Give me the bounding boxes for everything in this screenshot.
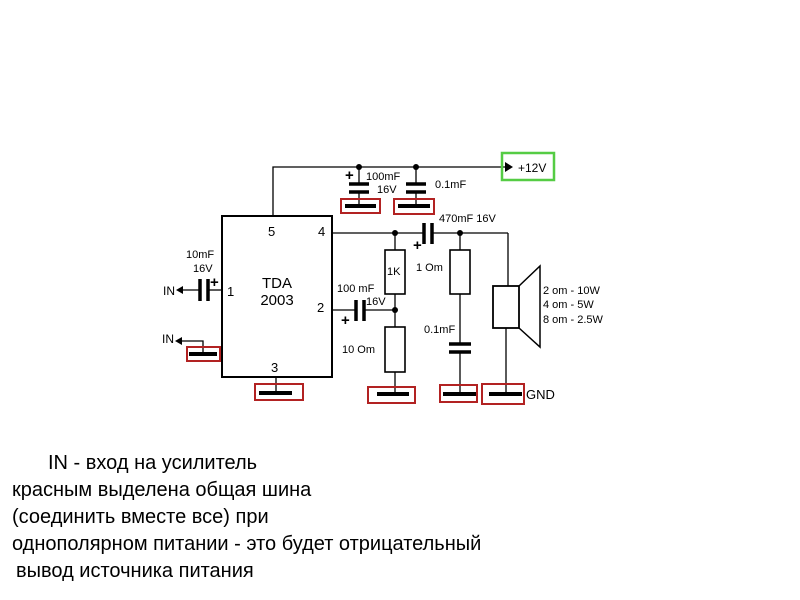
power-label: +12V <box>518 161 546 175</box>
signal-input-label: IN <box>163 284 175 298</box>
supply-rail: +12V <box>272 151 556 216</box>
supply-ceramic-capacitor: 0.1mF <box>393 167 466 215</box>
speaker-rating: 2 om - 10W <box>543 285 600 297</box>
feedback-divider: 1K 10 Om <box>342 233 416 404</box>
pin-2-label: 2 <box>317 300 324 315</box>
chip-name-line2: 2003 <box>260 292 293 309</box>
feedback-capacitor: + 100 mF 16V <box>332 283 395 329</box>
cap-value: 0.1mF <box>424 324 455 336</box>
ground-input-label: IN <box>162 332 174 346</box>
pin-1-label: 1 <box>227 284 234 299</box>
gnd-label: GND <box>526 387 555 402</box>
pin-5-label: 5 <box>268 224 275 239</box>
power-terminal-box <box>500 151 556 182</box>
notes-block: IN - вход на усилитель красным выделена … <box>12 450 481 585</box>
cap-value: 0.1mF <box>435 179 466 191</box>
speaker: 2 om - 10W 4 om - 5W 8 om - 2.5W GND <box>481 264 604 405</box>
resistor-10ohm <box>384 326 406 373</box>
common-bus-marker <box>439 384 478 403</box>
pin-3-label: 3 <box>271 360 278 375</box>
tda2003-chip: TDA 2003 5 4 1 2 3 <box>221 215 333 378</box>
cap-voltage: 16V <box>377 184 397 196</box>
cap-value: 100 mF <box>337 283 375 295</box>
polarity-plus: + <box>210 274 219 291</box>
note-line: вывод источника питания <box>16 560 254 582</box>
supply-wire <box>272 166 505 216</box>
supply-electrolytic-capacitor: + 100mF 16V <box>340 167 401 214</box>
note-line: (соединить вместе все) при <box>12 506 269 528</box>
speaker-cone-icon <box>518 264 541 349</box>
input-capacitor: + 10mF 16V IN <box>163 249 222 301</box>
chip-body <box>221 215 333 378</box>
ground-input: IN <box>162 332 221 362</box>
chip-name-line1: TDA <box>262 275 292 292</box>
polarity-plus: + <box>413 237 422 254</box>
common-bus-marker <box>186 346 221 362</box>
resistor-value: 10 Om <box>342 344 375 356</box>
cap-voltage: 16V <box>193 263 213 275</box>
cap-value: 100mF <box>366 171 401 183</box>
pin-4-label: 4 <box>318 224 325 239</box>
cap-value: 10mF <box>186 249 214 261</box>
resistor-value: 1 Om <box>416 262 443 274</box>
resistor-1ohm <box>449 249 471 295</box>
cap-value: 470mF 16V <box>439 213 497 225</box>
supply-arrow-icon <box>505 162 513 172</box>
input-arrow-icon <box>175 337 182 345</box>
speaker-rating: 8 om - 2.5W <box>543 314 604 326</box>
common-bus-marker <box>367 386 416 404</box>
pin3-ground <box>254 377 304 401</box>
common-bus-marker <box>481 383 525 405</box>
zobel-network: 1 Om 0.1mF <box>416 233 478 403</box>
input-arrow-icon <box>176 286 183 294</box>
common-bus-marker <box>393 198 435 215</box>
common-bus-marker <box>254 383 304 401</box>
amplifier-schematic: TDA 2003 5 4 1 2 3 +12V + 100mF 16V 0.1m… <box>162 151 604 405</box>
note-line: однополярном питании - это будет отрицат… <box>12 533 482 555</box>
polarity-plus: + <box>341 312 350 329</box>
speaker-rating: 4 om - 5W <box>543 299 594 311</box>
output-capacitor: + 470mF 16V <box>413 213 497 254</box>
cap-voltage: 16V <box>366 296 386 308</box>
resistor-value: 1K <box>387 266 401 278</box>
note-line: красным выделена общая шина <box>12 479 312 501</box>
note-line: IN - вход на усилитель <box>48 452 258 474</box>
polarity-plus: + <box>345 167 354 184</box>
speaker-coil <box>492 285 520 329</box>
common-bus-marker <box>340 198 381 214</box>
